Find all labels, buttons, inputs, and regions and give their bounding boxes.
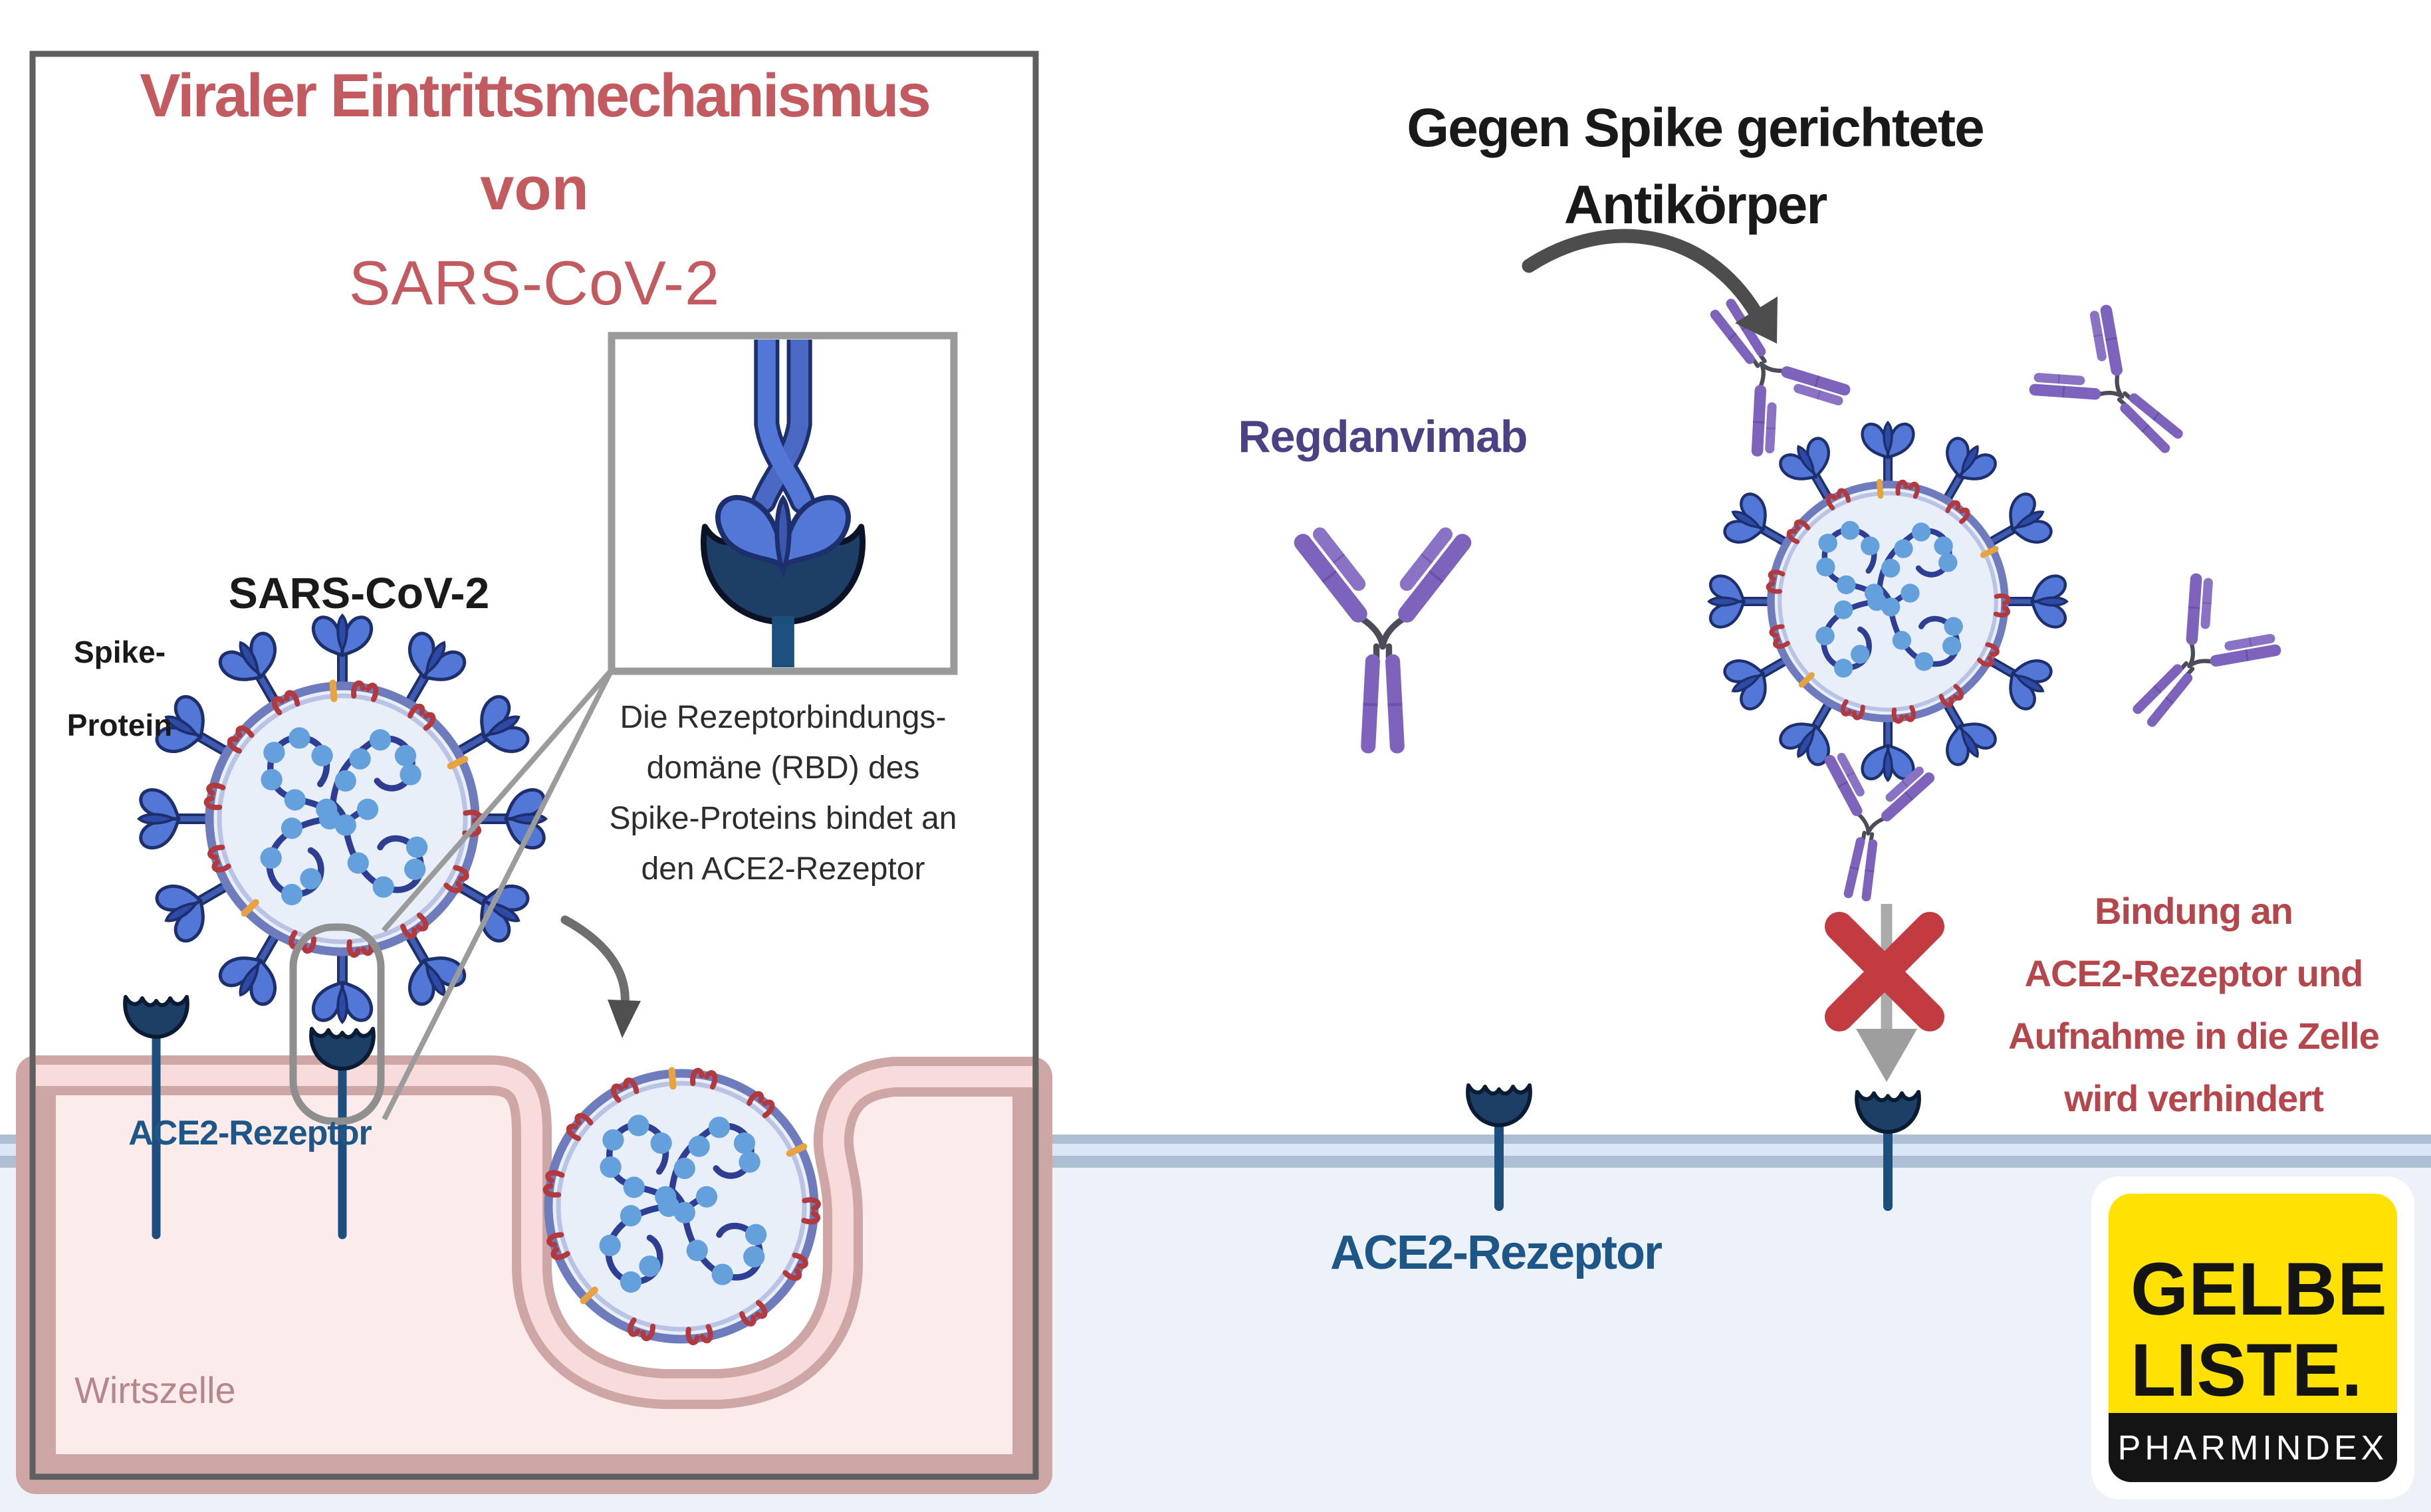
left-title-line1: Viraler Eintrittsmechanismus <box>140 62 931 130</box>
blocked-line4: wird verhindert <box>2064 1077 2324 1119</box>
virus-label: SARS-CoV-2 <box>228 568 490 617</box>
right-title-line1: Gegen Spike gerichtete <box>1407 98 1984 158</box>
logo-text-pharmindex: PHARMINDEX <box>2117 1429 2388 1467</box>
x-icon <box>1825 912 1944 1031</box>
host-cell-membrane <box>16 1055 1052 1494</box>
logo-text-gelbe: GELBE <box>2131 1247 2387 1331</box>
ace2-receptor-icon <box>1857 1092 1919 1211</box>
left-title-line3: SARS-CoV-2 <box>348 248 721 318</box>
rbd-binding-icon <box>701 340 866 667</box>
right-scene <box>1291 229 2414 1499</box>
spike-protein-label-line1: Spike- <box>73 635 166 669</box>
inset-caption-line4: den ACE2-Rezeptor <box>641 851 925 887</box>
logo-text-liste: LISTE. <box>2131 1329 2363 1412</box>
inset-caption-line2: domäne (RBD) des <box>646 750 920 786</box>
inset-caption: Die Rezeptorbindungs- domäne (RBD) des S… <box>584 693 983 895</box>
blocked-line2: ACE2-Rezeptor und <box>2024 952 2364 994</box>
title-arrow-icon <box>1522 229 1778 344</box>
gelbe-liste-logo <box>2091 1176 2414 1499</box>
ace2-receptor-icon <box>125 997 187 1240</box>
blocked-line3: Aufnahme in die Zelle <box>2008 1015 2380 1057</box>
right-title-line2: Antikörper <box>1563 175 1828 235</box>
inset-caption-line1: Die Rezeptorbindungs- <box>620 700 947 735</box>
ace2-receptor-icon <box>1468 1085 1530 1211</box>
blocked-entry-caption: Bindung an ACE2-Rezeptor und Aufnahme in… <box>1961 880 2426 1130</box>
regdanvimab-label: Regdanvimab <box>1238 411 1528 462</box>
endocytosed-virus-icon <box>545 1067 818 1343</box>
blocked-line1: Bindung an <box>2095 890 2293 932</box>
binding-highlight-box <box>289 923 385 1125</box>
callout-leader-lines <box>381 668 614 1121</box>
spike-protein-label-line2: Protein <box>66 708 173 742</box>
ace2-receptor-icon <box>311 1029 374 1240</box>
panel-border <box>29 51 1039 1480</box>
left-panel <box>16 51 1052 1494</box>
endocytosis-arrow-icon <box>560 915 641 1038</box>
inset-caption-line3: Spike-Proteins bindet an <box>609 801 957 836</box>
ace2-label-left: ACE2-Rezeptor <box>128 1114 372 1152</box>
left-title-line2: von <box>480 155 589 223</box>
host-cell-label: Wirtszelle <box>74 1369 236 1411</box>
rbd-inset <box>608 332 958 675</box>
ace2-label-right: ACE2-Rezeptor <box>1330 1226 1663 1279</box>
